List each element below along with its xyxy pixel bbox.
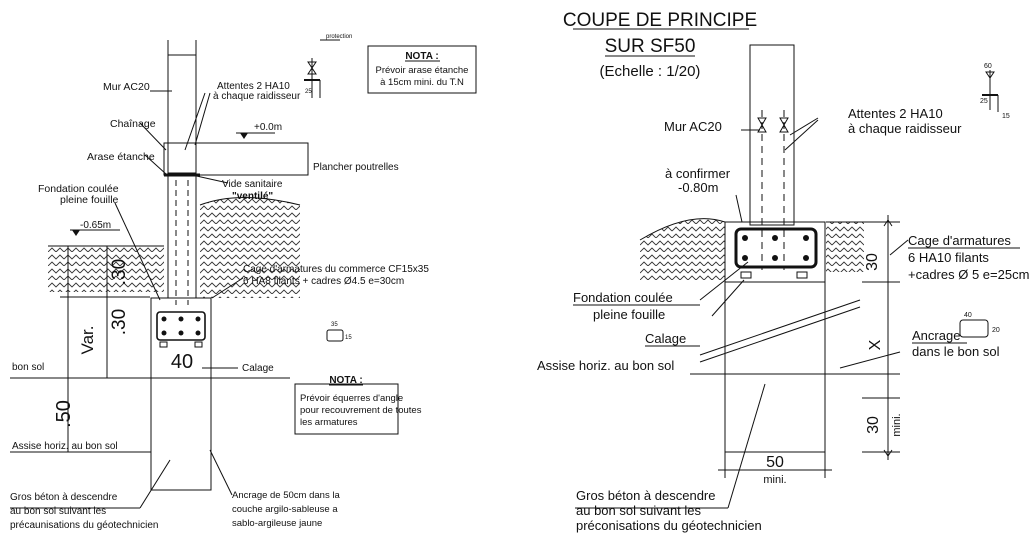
left-chainage: Chaînage	[110, 118, 156, 130]
right-dim-mini: mini.	[891, 413, 903, 436]
left-soil-left	[48, 246, 164, 292]
left-dim-30a: .30	[109, 259, 130, 285]
right-calage: Calage	[645, 331, 686, 346]
left-ancrage-1: Ancrage de 50cm dans la	[232, 490, 340, 501]
left-cadre-35: 35	[331, 322, 338, 328]
right-wall	[749, 44, 795, 226]
right-cage-1: Cage d'armatures	[908, 233, 1011, 248]
left-bon-sol: bon sol	[12, 362, 44, 373]
right-dim-50: 50	[766, 454, 784, 471]
left-cage-1: Cage d'armatures du commerce CF15x35	[243, 264, 429, 275]
right-rebar-cage	[734, 227, 818, 269]
left-vide-sanitaire: Vide sanitaire	[222, 179, 283, 190]
left-nota1-line1: Prévoir arase étanche	[376, 65, 469, 76]
left-gros-beton	[150, 377, 212, 491]
left-fondation-1: Fondation coulée	[38, 183, 119, 195]
left-mur-label: Mur AC20	[103, 81, 150, 93]
left-wall	[167, 54, 197, 174]
right-cadre-20: 20	[992, 327, 1000, 334]
right-attentes-2: à chaque raidisseur	[848, 121, 962, 136]
right-ancrage-2: dans le bon sol	[912, 344, 1000, 359]
right-dim-50-mini: mini.	[763, 474, 786, 486]
right-dim-30b: 30	[865, 416, 882, 434]
left-calage: Calage	[242, 363, 274, 374]
left-dim-40: 40	[171, 351, 193, 373]
left-soil-right	[200, 197, 300, 298]
left-level-065: -0.65m	[80, 220, 111, 231]
right-gros-beton	[724, 281, 826, 453]
left-plancher: Plancher poutrelles	[313, 162, 399, 173]
right-footing	[724, 221, 826, 283]
left-ancrage-3: sablo-argileuse jaune	[232, 518, 322, 529]
right-sym-25: 25	[980, 98, 988, 105]
right-sym-60: 60	[984, 63, 992, 70]
right-mur: Mur AC20	[664, 119, 722, 134]
left-ancrage-2: couche argilo-sableuse a	[232, 504, 338, 515]
right-soil-left	[640, 218, 725, 280]
left-scale-25: 25	[305, 89, 312, 95]
left-gros-beton-2: au bon sol suivant les	[10, 506, 106, 517]
right-attentes-1: Attentes 2 HA10	[848, 106, 943, 121]
left-attentes-2: à chaque raidisseur	[213, 91, 301, 102]
right-section	[575, 44, 999, 509]
left-protection: protection	[326, 34, 352, 40]
right-fondation-2: pleine fouille	[593, 307, 665, 322]
right-assise: Assise horiz. au bon sol	[537, 358, 674, 373]
left-dim-var: Var.	[78, 326, 97, 355]
left-nota2-line2: pour recouvrement de toutes	[300, 405, 422, 416]
left-nota1-box	[367, 45, 477, 94]
left-dim-50: .50	[53, 400, 75, 428]
left-chainage	[163, 142, 197, 176]
right-confirm-1: à confirmer	[665, 166, 731, 181]
right-gros-beton-3: préconisations du géotechnicien	[576, 518, 762, 533]
right-cage-2: 6 HA10 filants	[908, 250, 989, 265]
left-rebar-cage	[156, 311, 206, 341]
right-ancrage-1: Ancrage	[912, 328, 960, 343]
right-gros-beton-1: Gros béton à descendre	[576, 488, 715, 503]
right-gros-beton-2: au bon sol suivant les	[576, 503, 702, 518]
left-fondation-2: pleine fouille	[60, 194, 119, 206]
left-nota2-box	[294, 383, 399, 435]
left-arase: Arase étanche	[87, 151, 155, 163]
right-cadre-40: 40	[964, 312, 972, 319]
left-nota2-line1: Prévoir équerres d'angle	[300, 393, 403, 404]
left-gros-beton-1: Gros béton à descendre	[10, 492, 118, 503]
left-attentes-1: Attentes 2 HA10	[217, 81, 290, 92]
right-fondation-1: Fondation coulée	[573, 290, 673, 305]
right-confirm-2: -0.80m	[678, 180, 718, 195]
left-section	[10, 39, 477, 509]
left-assise: Assise horiz. au bon sol	[12, 441, 118, 452]
right-scale: (Echelle : 1/20)	[600, 63, 701, 80]
left-gros-beton-3: précaunisations du géotechnicien	[10, 520, 158, 531]
left-nota2-title: NOTA :	[329, 375, 362, 386]
right-dim-x: X	[867, 339, 884, 350]
left-level-0: +0.0m	[254, 122, 282, 133]
right-soil-right	[826, 222, 864, 272]
right-dim-30a: 30	[864, 253, 881, 271]
right-title-1: COUPE DE PRINCIPE	[563, 10, 757, 31]
left-cadre-15: 15	[345, 335, 352, 341]
right-sym-15: 15	[1002, 113, 1010, 120]
left-nota2-line3: les armatures	[300, 417, 358, 428]
left-nota1-line2: à 15cm mini. du T.N	[380, 77, 464, 88]
left-cage-2: 6 HA8 filants + cadres Ø4.5 e=30cm	[243, 276, 404, 287]
right-title-2: SUR SF50	[605, 36, 696, 57]
left-floor-slab	[195, 142, 309, 176]
right-cage-3: +cadres Ø 5 e=25cm	[908, 267, 1029, 282]
left-dim-30b: .30	[109, 309, 130, 335]
left-nota1-title: NOTA :	[405, 51, 438, 62]
left-ventile: "ventilé"	[232, 191, 273, 202]
